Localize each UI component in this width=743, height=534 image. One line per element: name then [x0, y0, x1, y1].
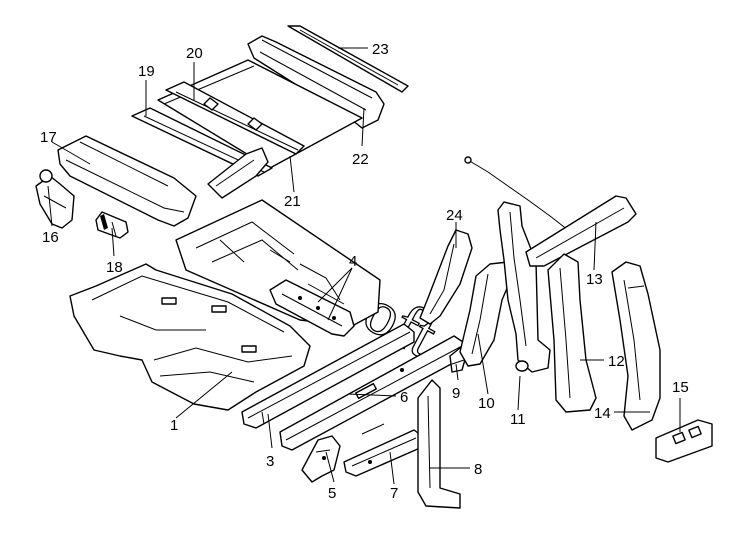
rear-floor-pan — [175, 199, 381, 327]
callout-21: 21 — [284, 193, 301, 210]
part-5-bracket — [301, 435, 341, 483]
roof-panel — [157, 59, 363, 169]
part-1-front-floor — [69, 263, 311, 411]
callout-1: 1 — [170, 417, 178, 434]
part-12-c-pillar — [547, 253, 597, 413]
callout-7: 7 — [390, 485, 398, 502]
part-15-plate — [655, 419, 713, 463]
part-23-roof-rear-bow — [287, 25, 409, 93]
callout-24: 24 — [446, 207, 463, 224]
callout-19: 19 — [138, 63, 155, 80]
callout-4: 4 — [349, 253, 357, 270]
callout-12: 12 — [608, 353, 625, 370]
part-10-b-pillar — [459, 261, 515, 367]
callout-3: 3 — [266, 453, 274, 470]
part-14-quarter-pillar — [611, 261, 661, 431]
weatherstrip-rod — [464, 156, 569, 231]
part-11-door-pillar — [497, 201, 551, 373]
callout-5: 5 — [328, 485, 336, 502]
callout-14: 14 — [594, 405, 611, 422]
callout-15: 15 — [672, 379, 689, 396]
callout-9: 9 — [452, 385, 460, 402]
callout-13: 13 — [586, 271, 603, 288]
part-8-pillar-trim — [417, 379, 461, 509]
callout-18: 18 — [106, 259, 123, 276]
part-20-roof-bow — [165, 81, 305, 155]
callout-6: 6 — [400, 389, 408, 406]
callout-10: 10 — [478, 395, 495, 412]
part-21-front-rail — [207, 147, 269, 199]
part-4-cross-member — [269, 279, 355, 337]
callout-16: 16 — [42, 229, 59, 246]
callouts: 1 3 4 5 6 7 8 9 10 11 12 13 14 15 16 17 … — [40, 41, 689, 502]
part-3-rocker-sill — [241, 323, 415, 429]
part-17-front-header — [57, 135, 197, 227]
part-16-sun-visor — [35, 169, 75, 229]
leader-lines — [47, 47, 681, 485]
part-13-roof-bracket — [525, 195, 637, 267]
part-18-dome-light — [95, 211, 129, 239]
part-7-sill-plate — [343, 423, 423, 477]
callout-20: 20 — [186, 45, 203, 62]
callout-23: 23 — [372, 41, 389, 58]
callout-17: 17 — [40, 129, 57, 146]
callout-8: 8 — [474, 461, 482, 478]
callout-22: 22 — [352, 151, 369, 168]
part-24-a-pillar — [419, 229, 473, 325]
callout-11: 11 — [510, 411, 526, 428]
